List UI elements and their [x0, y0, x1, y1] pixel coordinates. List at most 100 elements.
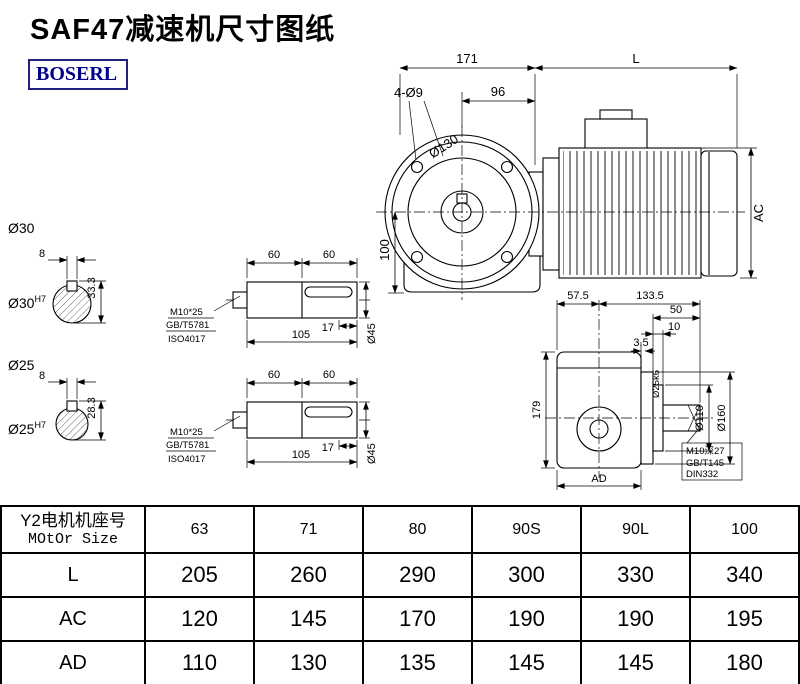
shaftA-dia: Ø45: [366, 323, 378, 344]
dim-171-L: 171 L: [399, 51, 738, 165]
bolt-hole: [410, 250, 424, 264]
dim-shaft-lengths: 50 10 3.5 Ø25k6: [631, 304, 701, 403]
bore-section-30: Ø30 8 33.3 Ø30H7: [8, 220, 106, 324]
dim-575-1335: 57.5 133.5: [556, 290, 701, 403]
shaftB-seg2: 60: [323, 369, 335, 381]
value-cell: 145: [471, 640, 582, 684]
value-cell: 300: [471, 552, 582, 598]
shaftA-stub: [232, 291, 248, 309]
table-row-L: L 205 260 290 300 330 340: [0, 552, 800, 598]
value-cell: 340: [689, 552, 800, 598]
value-cell: 205: [144, 552, 255, 598]
dim-text-171: 171: [456, 51, 478, 66]
motor-size-header: Y2电机机座号 MOtOr Size: [0, 505, 146, 554]
bore25-title: Ø25: [8, 357, 35, 373]
shaftA-seg1: 60: [268, 249, 280, 261]
bore25-tolerance-label: Ø25H7: [8, 420, 46, 437]
row-label-AD: AD: [0, 640, 146, 684]
bolt-hole: [410, 160, 424, 174]
value-cell: 110: [144, 640, 255, 684]
dim-text-10: 10: [668, 321, 680, 333]
terminal-box: [584, 118, 648, 150]
dim-text-d160: Ø160: [716, 405, 728, 432]
dim-text-100: 100: [377, 239, 392, 261]
shaftB-keyway: [304, 406, 353, 418]
technical-drawing: 171 L 96 4-Ø9 Ø130 100: [8, 51, 766, 490]
dim-text-1335: 133.5: [636, 290, 664, 302]
motor-fins: [563, 151, 697, 275]
bore30-keywidth: 8: [39, 248, 45, 260]
motor-flange: [542, 157, 560, 271]
shaftA-keylen: 17: [322, 322, 334, 334]
callout-bolt-holes: 4-Ø9: [394, 85, 444, 161]
dim-text-d110: Ø110: [694, 405, 706, 431]
fan-cowl: [700, 150, 738, 277]
value-cell: 190: [471, 596, 582, 642]
value-cell: 195: [689, 596, 800, 642]
dim-text-50: 50: [670, 304, 682, 316]
page-title: SAF47减速机尺寸图纸: [30, 14, 336, 46]
row-label-L: L: [0, 552, 146, 598]
shaftB-bolt2: GB/T5781: [166, 440, 209, 451]
shaftA-bolt2: GB/T5781: [166, 320, 209, 331]
bore-section-25: Ø25 8 28.3 Ø25H7: [8, 357, 106, 441]
dim-text-d25k6: Ø25k6: [651, 370, 662, 398]
tap-note: M10深27 GB/T145 DIN332: [681, 430, 743, 481]
value-cell: 135: [362, 640, 473, 684]
value-cell: 330: [580, 552, 691, 598]
bore25-section-circle: [55, 407, 89, 441]
table-row-AC: AC 120 145 170 190 190 195: [0, 596, 800, 642]
size-col-90s: 90S: [471, 505, 582, 554]
motor-size-header-en: MOtOr Size: [27, 531, 118, 549]
shaftB-seg1: 60: [268, 369, 280, 381]
dim-flange-diameters: Ø110 Ø160: [655, 371, 735, 465]
output-shaft-detail-b: 60 60 17 105 Ø45 M10*25 GB/T5781 ISO4017: [166, 369, 378, 468]
bore30-keyway: [66, 280, 78, 292]
dim-text-96: 96: [491, 84, 505, 99]
size-col-71: 71: [253, 505, 364, 554]
dim-96: 96: [461, 84, 536, 128]
shaftA-seg2: 60: [323, 249, 335, 261]
bore30-keydepth: 33.3: [86, 277, 98, 298]
tap-note-line3: DIN332: [686, 469, 718, 480]
shaftB-dia: Ø45: [366, 443, 378, 464]
bore25-keyway: [66, 400, 78, 412]
dim-text-179: 179: [531, 401, 543, 419]
output-shaft-detail-a: 60 60 17 105 Ø45 M10*25 GB/T5781 ISO4017: [166, 249, 378, 348]
shaftB-bolt3: ISO4017: [168, 454, 206, 465]
value-cell: 180: [689, 640, 800, 684]
shaftA-bolt1: M10*25: [170, 307, 203, 318]
size-col-100: 100: [689, 505, 800, 554]
shaftA-bolt3: ISO4017: [168, 334, 206, 345]
tap-note-line1: M10深27: [686, 446, 725, 457]
dim-text-4xd9: 4-Ø9: [394, 85, 423, 100]
dim-text-ac: AC: [751, 204, 766, 222]
size-col-80: 80: [362, 505, 473, 554]
dimension-table: Y2电机机座号 MOtOr Size 63 71 80 90S 90L 100 …: [0, 505, 800, 684]
bolt-hole: [500, 250, 514, 264]
dim-text-575: 57.5: [567, 290, 588, 302]
tap-note-line2: GB/T145: [686, 458, 724, 469]
shaftB-keylen: 17: [322, 442, 334, 454]
bore25-keydepth: 28.3: [86, 397, 98, 418]
value-cell: 260: [253, 552, 364, 598]
shaftA-total: 105: [292, 329, 310, 341]
table-row-AD: AD 110 130 135 145 145 180: [0, 640, 800, 684]
side-view: 179 57.5 133.5 50 10: [531, 290, 743, 490]
bore30-tolerance-label: Ø30H7: [8, 294, 46, 311]
dim-text-35: 3.5: [633, 337, 648, 349]
value-cell: 290: [362, 552, 473, 598]
size-col-90l: 90L: [580, 505, 691, 554]
shaftB-stub: [232, 411, 248, 429]
shaftB-total: 105: [292, 449, 310, 461]
dim-179: 179: [531, 351, 555, 469]
dim-text-L: L: [632, 51, 639, 66]
dim-text-ad: AD: [591, 473, 606, 485]
value-cell: 120: [144, 596, 255, 642]
size-col-63: 63: [144, 505, 255, 554]
motor-size-header-cn: Y2电机机座号: [20, 510, 126, 530]
bore25-keywidth: 8: [39, 370, 45, 382]
value-cell: 190: [580, 596, 691, 642]
gearbox-housing: [403, 235, 541, 293]
